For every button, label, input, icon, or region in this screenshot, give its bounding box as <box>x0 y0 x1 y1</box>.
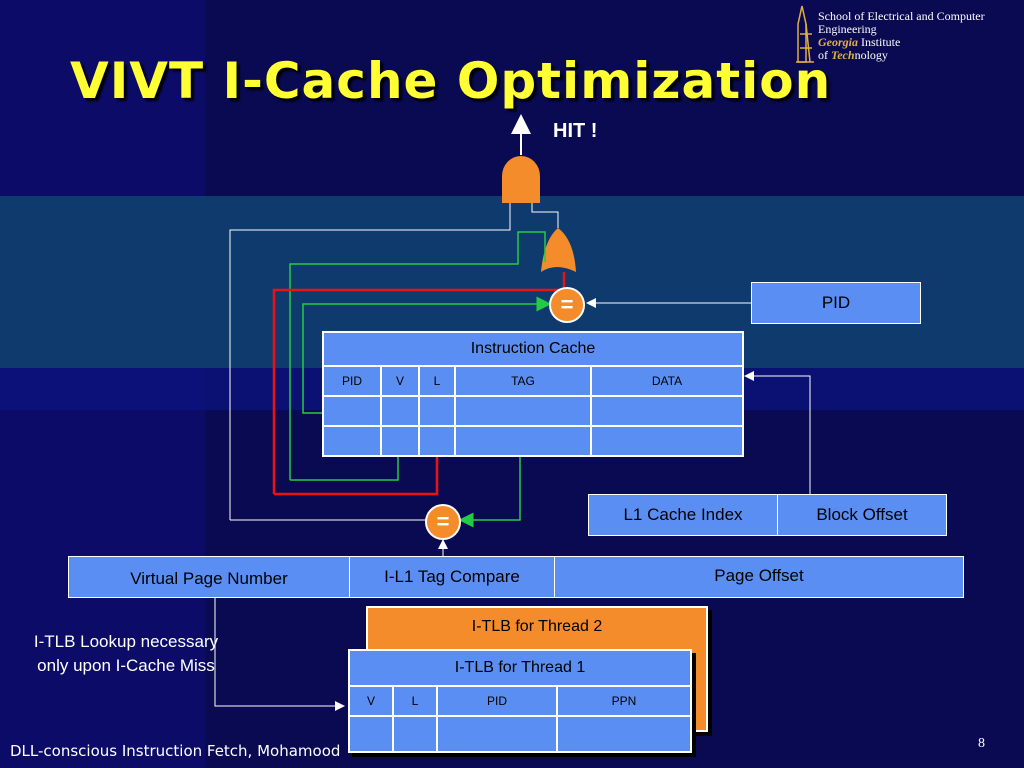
logo-tech: Tech <box>831 48 855 62</box>
footer-text: DLL-conscious Instruction Fetch, Mohamoo… <box>10 742 341 760</box>
page-number: 8 <box>978 736 985 751</box>
icache-col-tag: TAG <box>454 365 592 397</box>
instruction-cache-table: Instruction Cache PID V L TAG DATA <box>322 331 744 457</box>
itlb-col-l: L <box>392 685 438 717</box>
georgia-tech-logo <box>796 5 814 63</box>
itlb-col-ppn: PPN <box>556 685 692 717</box>
logo-line1: School of Electrical and Computer <box>818 9 985 23</box>
slide-title: VIVT I-Cache Optimization <box>70 52 832 110</box>
logo-institute: Institute <box>858 35 901 49</box>
wire-index <box>744 371 811 494</box>
logo-nology: nology <box>854 48 888 62</box>
hit-label: HIT ! <box>553 120 598 142</box>
block-offset-box: Block Offset <box>777 494 947 536</box>
itlb-note: I-TLB Lookup necessary only upon I-Cache… <box>33 632 219 675</box>
or-gate <box>541 228 576 272</box>
logo-text: School of Electrical and Computer Engine… <box>818 10 985 62</box>
comparator-bottom: = <box>425 504 461 540</box>
icache-col-data: DATA <box>590 365 744 397</box>
comparator-top: = <box>549 287 585 323</box>
wire-or-red <box>272 272 566 494</box>
logo-line2: Engineering <box>818 22 877 36</box>
icache-col-pid: PID <box>322 365 382 397</box>
itlb-thread2-title: I-TLB for Thread 2 <box>471 618 603 635</box>
logo-line4: of Technology <box>818 49 985 62</box>
and-gate <box>502 156 540 203</box>
table-row <box>322 425 744 457</box>
wire-and-in-right <box>531 203 559 228</box>
icache-col-l: L <box>418 365 456 397</box>
wire-vpn <box>214 598 345 711</box>
itlb-thread1-title: I-TLB for Thread 1 <box>348 649 692 687</box>
itlb-col-pid: PID <box>436 685 558 717</box>
itlb-col-v: V <box>348 685 394 717</box>
tag-compare-box: I-L1 Tag Compare <box>349 556 555 598</box>
itlb-thread1-table: I-TLB for Thread 1 V L PID PPN <box>348 649 692 753</box>
icache-col-v: V <box>380 365 420 397</box>
virtual-page-number-box: Virtual Page Number <box>68 556 350 598</box>
logo-georgia: Georgia <box>818 35 858 49</box>
tower-icon <box>796 5 814 63</box>
logo-of: of <box>818 48 831 62</box>
wire-or-green <box>289 231 546 480</box>
l1-cache-index-box: L1 Cache Index <box>588 494 778 536</box>
table-row <box>322 395 744 427</box>
instruction-cache-title: Instruction Cache <box>322 331 744 367</box>
pid-box: PID <box>751 282 921 324</box>
logo-line3: Georgia Institute <box>818 36 985 49</box>
wire-and-in-left <box>229 203 511 520</box>
page-offset-box: Page Offset <box>554 556 964 598</box>
table-row <box>348 715 692 753</box>
